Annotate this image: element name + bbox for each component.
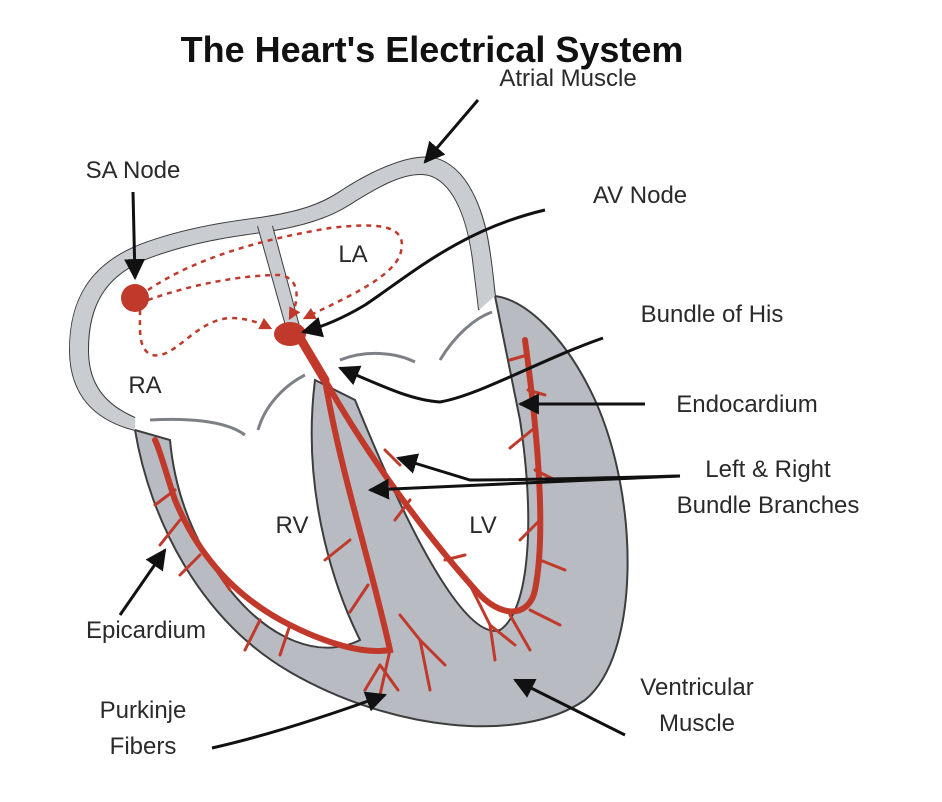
label-ventricular-line2: Muscle	[659, 710, 735, 737]
label-av-node: AV Node	[593, 182, 687, 209]
mitral-valve	[339, 351, 416, 364]
arrow-av-node	[300, 208, 546, 338]
atrial-wall-inner	[86, 173, 480, 419]
diagram-title: The Heart's Electrical System	[181, 29, 684, 70]
atrial-wall-fill	[70, 157, 495, 430]
arrow-ventricular-muscle	[513, 678, 626, 737]
arrow-bundle-of-his	[338, 336, 604, 404]
tricuspid-valve	[149, 417, 246, 437]
chamber-la: LA	[338, 241, 367, 268]
chamber-rv: RV	[276, 512, 309, 539]
mitral-valve-2	[438, 310, 493, 361]
label-sa-node: SA Node	[86, 157, 181, 184]
sa-node-dot	[121, 284, 149, 312]
arrow-purkinje	[211, 691, 387, 750]
internodal-pathway-1	[147, 224, 404, 320]
label-bundle-branches-line2: Bundle Branches	[677, 492, 860, 519]
chamber-lv: LV	[469, 512, 497, 539]
label-ventricular-line1: Ventricular	[640, 674, 753, 701]
arrow-bundle-branch-b	[367, 474, 681, 500]
label-bundle-branches-line1: Left & Right	[705, 456, 831, 483]
arrow-epicardium	[118, 548, 167, 616]
label-endocardium: Endocardium	[676, 391, 817, 418]
chamber-ra: RA	[128, 372, 161, 399]
purkinje-fiber-network	[153, 353, 567, 697]
internodal-pathway-3	[138, 309, 273, 357]
ventricular-wall	[133, 294, 629, 728]
tricuspid-valve-2	[256, 373, 306, 431]
label-epicardium: Epicardium	[86, 617, 206, 644]
arrow-atrial-muscle	[423, 99, 480, 164]
right-bundle-branch	[152, 377, 394, 654]
leader-arrows	[118, 99, 681, 750]
bundle-of-his	[295, 333, 330, 385]
label-purkinje-line1: Purkinje	[100, 697, 187, 724]
label-bundle-of-his: Bundle of His	[641, 301, 784, 328]
arrow-sa-node	[124, 191, 146, 281]
label-purkinje-line2: Fibers	[110, 733, 177, 760]
label-atrial-muscle: Atrial Muscle	[499, 65, 636, 92]
internodal-pathway-2	[147, 273, 301, 321]
conduction-system	[121, 224, 567, 697]
